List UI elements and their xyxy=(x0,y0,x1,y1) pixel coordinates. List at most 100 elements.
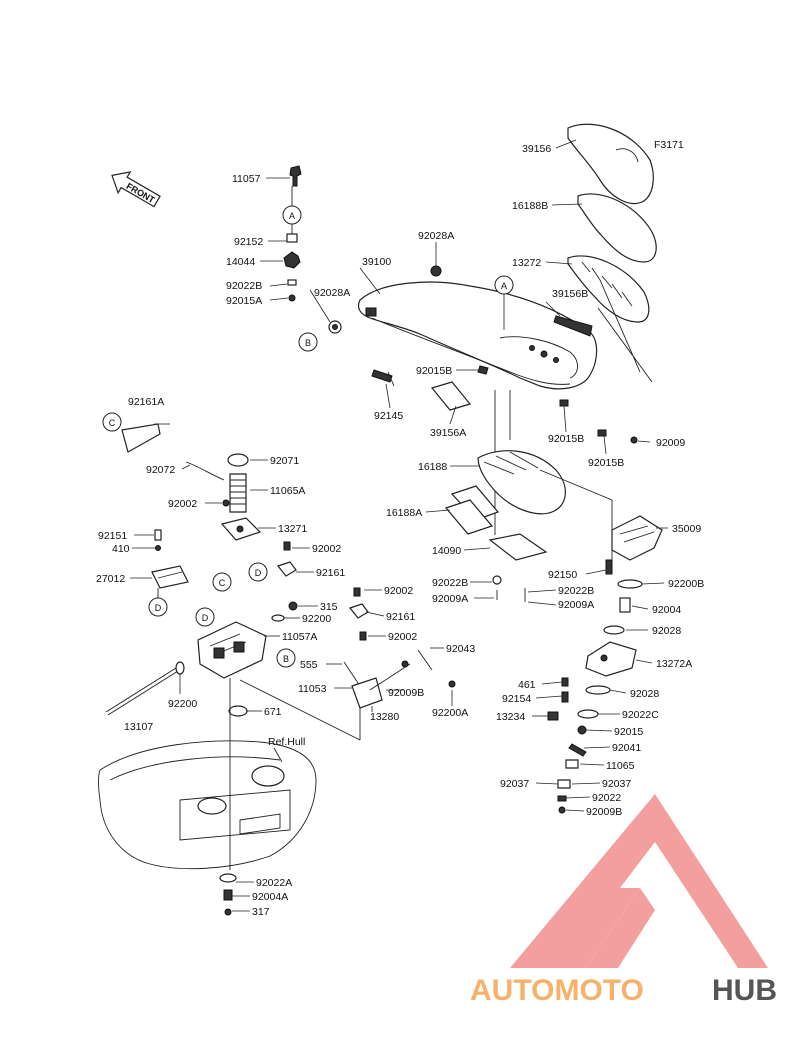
part-label: 13280 xyxy=(370,711,399,723)
svg-text:AUTOMOTO: AUTOMOTO xyxy=(470,974,644,1007)
part-label: 11053 xyxy=(298,683,327,695)
callout-B-deck: B xyxy=(298,332,318,352)
part-label: 92161A xyxy=(128,396,164,408)
part-label: 92041 xyxy=(612,742,641,754)
part-label: 92009B xyxy=(586,806,622,818)
part-label: 92145 xyxy=(374,410,403,422)
leader-lines xyxy=(130,139,668,912)
svg-text:D: D xyxy=(255,568,262,578)
part-label: 11057 xyxy=(232,173,261,185)
svg-text:D: D xyxy=(202,613,209,623)
part-label: 555 xyxy=(300,659,318,671)
part-label: 92200 xyxy=(302,613,331,625)
callout-A-top-left: A xyxy=(282,205,302,225)
part-label: 35009 xyxy=(672,523,701,535)
part-label: 92154 xyxy=(502,693,531,705)
part-label: 11057A xyxy=(282,631,317,643)
part-label: 14044 xyxy=(226,256,255,268)
svg-text:B: B xyxy=(283,654,289,664)
cover-stack xyxy=(553,123,657,383)
part-label: 92009A xyxy=(558,599,594,611)
part-label: 92150 xyxy=(548,569,577,581)
svg-text:B: B xyxy=(305,338,311,348)
top-left-valve-assembly xyxy=(283,165,302,302)
part-label: 92161 xyxy=(386,611,415,623)
callout-B-middle: B xyxy=(276,648,296,668)
callout-C-left: C xyxy=(102,412,122,432)
ref-hull-label: Ref.Hull xyxy=(268,736,305,748)
part-label: 92072 xyxy=(146,464,175,476)
left-middle-assembly xyxy=(105,423,456,870)
part-label: 11065A xyxy=(270,485,305,497)
part-label: 92028A xyxy=(314,287,350,299)
part-label: 92022 xyxy=(592,792,621,804)
decal-39156A xyxy=(430,381,472,411)
part-label: 13107 xyxy=(124,721,153,733)
part-label: 92009B xyxy=(388,687,424,699)
part-label: 92015A xyxy=(226,295,262,307)
callout-A-deck: A xyxy=(494,275,514,295)
part-label: 92002 xyxy=(384,585,413,597)
clip-92015B-b xyxy=(559,399,569,407)
watermark-logo xyxy=(510,794,768,968)
part-label: 92022A xyxy=(256,877,292,889)
part-label: 92152 xyxy=(234,236,263,248)
part-label: 92200A xyxy=(432,707,468,719)
part-label: 14090 xyxy=(432,545,461,557)
part-label: 410 xyxy=(112,543,130,555)
part-label: 92022B xyxy=(226,280,262,292)
part-label: 92028 xyxy=(630,688,659,700)
part-label: 317 xyxy=(252,906,270,918)
watermark-text: AUTOMOTO HUB xyxy=(470,974,777,1007)
part-label: 92002 xyxy=(312,543,341,555)
part-label: 92022C xyxy=(622,709,659,721)
part-label: 27012 xyxy=(96,573,125,585)
part-label: 92004 xyxy=(652,604,681,616)
part-label: 16188A xyxy=(386,507,422,519)
bolt-92009 xyxy=(630,436,638,444)
callout-D-upper: D xyxy=(248,562,268,582)
front-arrow-icon: FRONT xyxy=(111,171,161,208)
part-label: 92009A xyxy=(432,593,468,605)
svg-text:A: A xyxy=(501,281,507,291)
svg-text:D: D xyxy=(155,603,162,613)
part-label: 13272 xyxy=(512,257,541,269)
part-label: 92200B xyxy=(668,578,704,590)
part-label: 92009 xyxy=(656,437,685,449)
svg-text:A: A xyxy=(289,211,295,221)
right-mount-assembly xyxy=(539,469,663,814)
part-label: F3171 xyxy=(654,139,684,151)
part-label: 92037 xyxy=(602,778,631,790)
part-label: 92002 xyxy=(168,498,197,510)
part-label: 671 xyxy=(264,706,282,718)
part-label: 92028 xyxy=(652,625,681,637)
part-label: 16188 xyxy=(418,461,447,473)
part-label: 92004A xyxy=(252,891,288,903)
callout-D-bracket: D xyxy=(148,597,168,617)
part-label: 92002 xyxy=(388,631,417,643)
part-label: 39156 xyxy=(522,143,551,155)
part-label: 39156B xyxy=(552,288,588,300)
clip-92015B-c xyxy=(597,429,607,437)
svg-text:HUB: HUB xyxy=(712,974,777,1007)
part-label: 13272A xyxy=(656,658,692,670)
part-label: 92028A xyxy=(418,230,454,242)
part-label: 92161 xyxy=(316,567,345,579)
part-label: 39100 xyxy=(362,256,391,268)
part-label: 16188B xyxy=(512,200,548,212)
part-label: 315 xyxy=(320,601,338,613)
part-label: 92037 xyxy=(500,778,529,790)
svg-text:C: C xyxy=(109,418,116,428)
part-label: 11065 xyxy=(606,760,635,772)
bumper-pads-assembly xyxy=(444,450,566,602)
part-label: 13234 xyxy=(496,711,525,723)
svg-text:C: C xyxy=(219,578,226,588)
part-label: 39156A xyxy=(430,427,466,439)
part-label: 92015B xyxy=(588,457,624,469)
part-label: 461 xyxy=(518,679,536,691)
part-label: 92022B xyxy=(558,585,594,597)
part-label: 92015 xyxy=(614,726,643,738)
hull-reference xyxy=(98,740,317,916)
part-labels: 11057 92152 14044 92022B 92015A 92028A 3… xyxy=(96,139,704,918)
